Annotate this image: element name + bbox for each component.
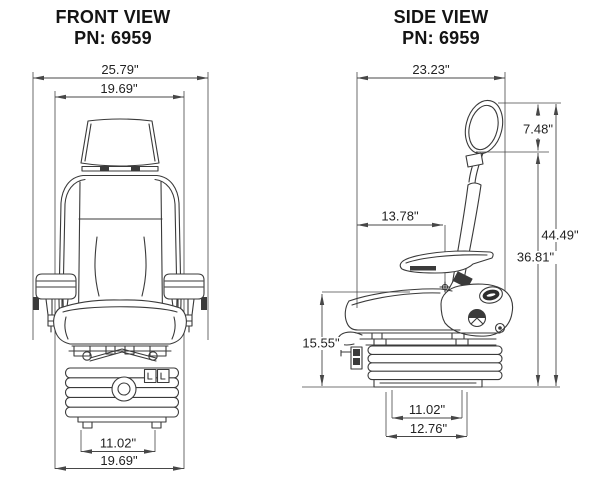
headrest-mount-bar [81,165,159,172]
side-ext-base [385,390,468,436]
frame-brackets [73,345,167,357]
brand-badge-text-mark [486,293,496,297]
side-dimensions: 23.23" 13.78" 7.48" 44.49" 36.81" [298,62,583,439]
side-dim-backrest-height-label-bg [513,251,559,264]
front-dim-base-width-label: 11.02" [100,436,137,451]
side-view-part-number: PN: 6959 [402,28,480,48]
side-seat [337,99,514,388]
front-dimensions: 25.79" 19.69" 11.02" 19.69" [33,62,208,471]
side-underframe [337,331,501,346]
cushion-side-outline [344,288,461,331]
suspension-switches [143,368,170,384]
front-ext-base [80,430,156,452]
headrest-clamp [465,152,484,168]
switch-left [143,368,157,384]
side-dim-headrest-label-bg [518,123,558,136]
front-dim-overall-width-label: 25.79" [101,62,139,77]
backrest-panel-lines [77,181,164,317]
recline-pivot-cross [470,311,484,325]
frame-chevron-link [89,348,157,362]
side-dim-overall-height-label-bg [537,229,583,242]
side-target-symbol [439,281,451,293]
armrest-side-slot [410,266,436,271]
front-view-drawing: 25.79" 19.69" 11.02" 19.69" [32,62,209,471]
side-dim-overall-height-label: 44.49" [541,228,579,243]
front-view-part-number: PN: 6959 [74,28,152,48]
front-dim-lower-width-label: 19.69" [100,453,138,468]
armrest-left-knob [33,297,39,310]
side-view-drawing: 23.23" 13.78" 7.48" 44.49" 36.81" [298,62,583,439]
switch-glyphs [147,372,166,380]
recline-small-knob-dot [498,326,502,330]
side-extension-lines [302,72,561,436]
armrest-right-pad-lines [164,280,204,288]
suspension-knob-inner [117,382,131,396]
side-dim-base-depth-label: 12.76" [410,421,448,436]
side-dim-backrest-height-label: 36.81" [517,250,555,265]
clamp-blocks [353,349,360,365]
front-seat [33,118,207,429]
recline-pivot-half [468,309,486,318]
side-dim-overall-depth-label: 23.23" [412,62,450,77]
backrest-stitch-lines [94,236,147,297]
frame-rails [68,345,172,352]
base-side [373,378,483,388]
side-dim-headrest-label: 7.48" [523,122,553,137]
side-dim-base-width-label: 11.02" [409,402,446,417]
front-ext-outer [32,72,209,340]
front-dim-backrest-width-label: 19.69" [100,81,138,96]
cushion-side-inner-line [351,292,441,306]
front-view-title: FRONT VIEW [55,7,171,27]
switch-right [156,368,170,384]
headrest-inner-lines [84,123,156,162]
headrest-outline [80,118,160,167]
side-view-title: SIDE VIEW [393,7,489,27]
side-rail-tabs [373,338,469,346]
side-dim-cushion-depth-label: 13.78" [381,209,419,224]
clamp-lever [340,348,352,357]
headrest-posts [100,166,140,171]
cushion-front-outline [53,299,187,345]
strut-band-top [453,272,472,288]
armrest-right-knob [201,297,207,310]
base-front [77,416,167,423]
bellows-front [64,367,180,418]
side-target-cross [439,281,451,293]
suspension-knob-outer [111,376,137,402]
base-front-feet [82,421,162,429]
headrest-side-inner [468,104,499,151]
side-rail-ticks [371,332,465,340]
front-suspension-frame [68,345,172,362]
side-dim-seat-height-label: 15.55" [302,336,340,351]
side-dim-seat-height-label-bg [298,337,344,350]
frame-bolt-left [82,351,92,361]
bellows-clamp [340,346,363,370]
armrest-left-pad-lines [36,280,76,288]
bellows-side [367,345,503,381]
front-view-title-block: FRONT VIEW PN: 6959 [22,7,204,49]
side-view-title-block: SIDE VIEW PN: 6959 [350,7,532,49]
cushion-front-inner-lines [62,306,178,340]
armrest-side-inner-line [405,254,488,264]
